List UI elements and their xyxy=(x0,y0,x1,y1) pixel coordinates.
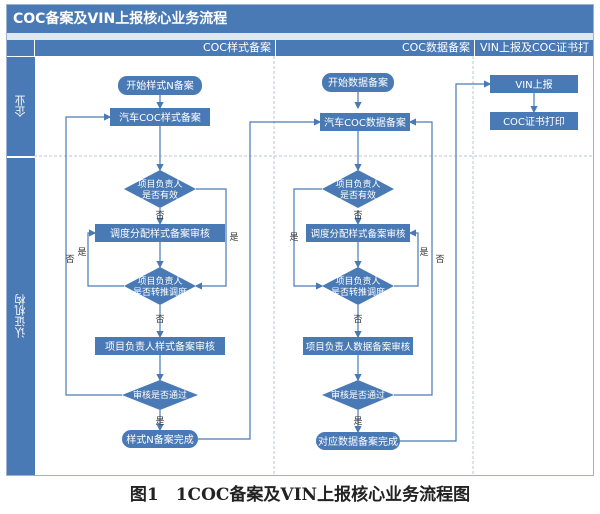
review-data-text: 项目负责人数据备案审核 xyxy=(306,341,411,353)
dispatch-style-text: 调度分配样式备案审核 xyxy=(110,227,210,240)
edge-yes-1 xyxy=(194,188,227,290)
check-valid-1-line1: 项目负责人 xyxy=(137,178,182,190)
edge-no-4 xyxy=(394,118,433,396)
style-done-text: 样式N备案完成 xyxy=(126,433,193,446)
check-valid-2-diamond xyxy=(322,170,394,208)
label-yes: 是 xyxy=(419,247,428,258)
data-done-text: 对应数据备案完成 xyxy=(318,435,398,448)
start-data-text: 开始数据备案 xyxy=(328,76,388,89)
label-no: 否 xyxy=(65,254,74,265)
column-header-data: COC数据备案 xyxy=(276,40,474,56)
column-header-vin: VIN上报及COC证书打印 xyxy=(475,40,593,70)
check-transfer-1-line2: 是否转推调度 xyxy=(133,286,187,298)
label-yes: 是 xyxy=(289,232,298,243)
edge-yes-3 xyxy=(293,188,324,290)
check-transfer-1-line1: 项目负责人 xyxy=(137,275,182,287)
check-transfer-2-line2: 是否转推调度 xyxy=(331,286,385,298)
approve-2-text: 审核是否通过 xyxy=(331,389,385,401)
style-submit-node xyxy=(110,108,210,126)
label-no: 否 xyxy=(155,314,164,325)
coc-print-node xyxy=(490,112,578,130)
lane-cell-cert xyxy=(7,158,35,475)
edge-to-vin xyxy=(400,80,492,442)
vin-report-node xyxy=(490,75,578,93)
label-no: 否 xyxy=(353,210,362,221)
label-no: 否 xyxy=(155,210,164,221)
start-style-text: 开始样式N备案 xyxy=(126,79,193,92)
dispatch-data-node xyxy=(306,224,410,242)
label-yes: 是 xyxy=(77,247,86,258)
approve-2-diamond xyxy=(322,380,394,410)
label-no: 否 xyxy=(435,254,444,265)
review-style-text: 项目负责人样式备案审核 xyxy=(105,340,215,353)
start-style-node xyxy=(118,76,202,95)
check-valid-1-line2: 是否有效 xyxy=(142,189,178,201)
label-yes: 是 xyxy=(155,416,164,427)
dispatch-style-node xyxy=(95,224,225,242)
edge-no-3 xyxy=(65,113,122,396)
check-valid-1-diamond xyxy=(124,170,196,208)
label-yes: 是 xyxy=(229,232,238,243)
coc-print-text: COC证书打印 xyxy=(503,115,565,128)
edge-yes-4 xyxy=(394,229,419,287)
column-header-style: COC样式备案 xyxy=(35,40,275,56)
style-done-node xyxy=(122,430,198,448)
edge-yes-2 xyxy=(87,229,124,287)
style-submit-text: 汽车COC样式备案 xyxy=(119,111,201,124)
approve-1-text: 审核是否通过 xyxy=(133,389,187,401)
diagram-title: COC备案及VIN上报核心业务流程 xyxy=(7,5,593,33)
corner-cell xyxy=(7,40,34,56)
vin-report-text: VIN上报 xyxy=(515,78,552,91)
edge-to-data xyxy=(198,118,322,440)
data-submit-node xyxy=(320,113,410,131)
data-submit-text: 汽车COC数据备案 xyxy=(324,116,406,129)
dispatch-data-text: 调度分配样式备案审核 xyxy=(310,228,406,240)
review-data-node xyxy=(303,337,413,355)
data-done-node xyxy=(316,432,400,450)
title-separator xyxy=(7,33,593,40)
review-style-node xyxy=(95,337,225,355)
check-transfer-2-line1: 项目负责人 xyxy=(335,275,380,287)
figure-caption: 图1 1COC备案及VIN上报核心业务流程图 xyxy=(129,485,471,505)
label-yes: 是 xyxy=(353,416,362,427)
check-transfer-2-diamond xyxy=(322,267,394,305)
check-valid-2-line1: 项目负责人 xyxy=(335,178,380,190)
check-valid-2-line2: 是否有效 xyxy=(340,189,376,201)
label-no: 否 xyxy=(353,314,362,325)
lane-cell-enterprise xyxy=(7,57,35,156)
check-transfer-1-diamond xyxy=(124,267,196,305)
approve-1-diamond xyxy=(122,380,198,410)
start-data-node xyxy=(322,73,394,92)
